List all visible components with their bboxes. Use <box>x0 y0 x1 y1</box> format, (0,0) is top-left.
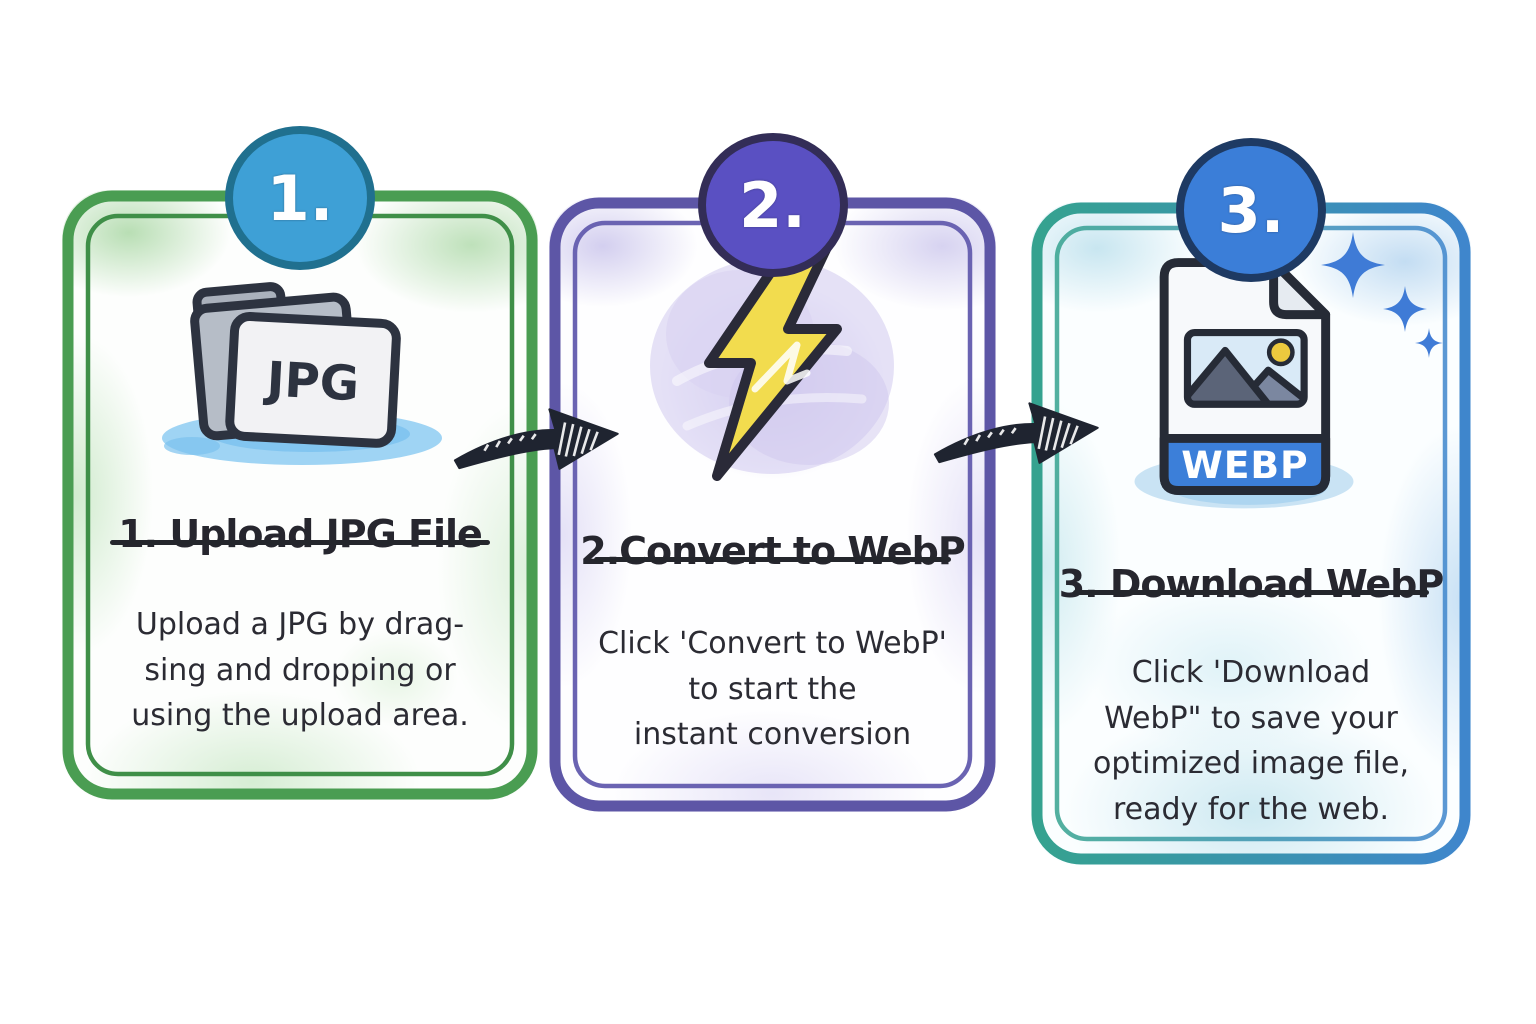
webp-label: WEBP <box>1181 443 1308 487</box>
arrow-step2-to-step3-icon <box>933 402 1099 464</box>
step-1-description: Upload a JPG by drag- sing and dropping … <box>131 607 469 734</box>
jpg-folder-icon: JPG <box>162 282 442 465</box>
step-card-upload-jpg: 1. JPG 1. Upload JPG File Upload a JPG b… <box>62 126 538 800</box>
step-2-number: 2. <box>739 168 806 242</box>
step-3-badge: 3. <box>1176 138 1326 282</box>
step-1-number: 1. <box>266 161 334 235</box>
step-1-badge: 1. <box>225 126 375 270</box>
step-2-underline <box>594 557 951 562</box>
step-2-description: Click 'Convert to WebP' to start the ins… <box>598 626 947 753</box>
step-2-heading: 2.Convert to WebP <box>580 528 966 573</box>
step-card-convert-webp: 2. 2.Convert to WebP Click 'Convert to W… <box>549 133 996 812</box>
sparkles-icon <box>1321 232 1443 358</box>
step-3-number: 3. <box>1217 173 1285 247</box>
arrow-step1-to-step2-icon <box>453 408 619 470</box>
step-1-heading: 1. Upload JPG File <box>118 511 483 556</box>
step-3-description: Click 'Download WebP" to save your optim… <box>1092 655 1410 827</box>
step-3-underline <box>1073 590 1429 595</box>
step-3-heading: 3. Download WebP <box>1058 561 1445 606</box>
step-2-badge: 2. <box>697 133 848 277</box>
jpg-label: JPG <box>262 351 360 412</box>
step-card-download-webp: 3. WEBP <box>1031 138 1471 865</box>
step-1-underline <box>110 540 490 545</box>
